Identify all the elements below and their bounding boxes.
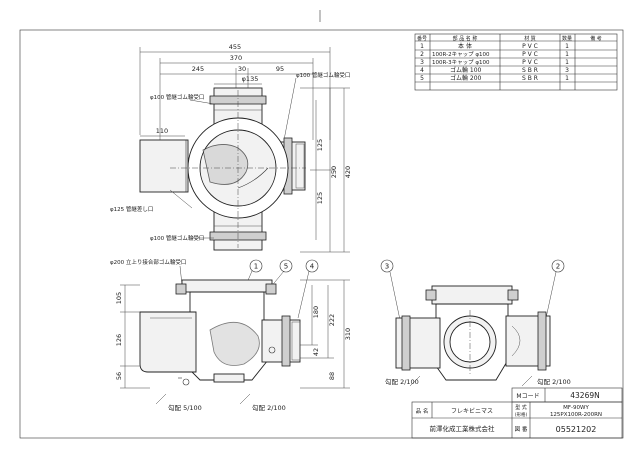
label-top-socket: φ100 管継ゴム輪受口 [150, 93, 204, 101]
slope-right: 勾配 2/100 [252, 403, 286, 412]
svg-text:3: 3 [420, 59, 424, 66]
table-header-qty: 数量 [562, 35, 572, 42]
dim-125-lower: 125 [316, 192, 324, 204]
dim-455: 455 [229, 43, 241, 51]
dim-370: 370 [230, 54, 242, 62]
svg-text:1: 1 [254, 263, 258, 271]
svg-text:1: 1 [565, 75, 569, 82]
dim-125-upper: 125 [316, 139, 324, 151]
dim-110: 110 [156, 127, 168, 135]
svg-text:P V C: P V C [522, 59, 538, 66]
company-name: 前澤化成工業株式会社 [430, 424, 496, 433]
balloon-4: 4 [297, 259, 319, 319]
table-row: 3 100R-3キャップ φ100 P V C 1 [420, 59, 569, 66]
label-left-spigot: φ125 管継差し口 [110, 205, 153, 213]
dim-88: 88 [328, 372, 336, 380]
svg-text:2: 2 [420, 51, 424, 58]
svg-text:1: 1 [565, 43, 569, 50]
svg-text:P V C: P V C [522, 51, 538, 58]
svg-text:5: 5 [284, 263, 288, 271]
balloon-3: 3 [380, 259, 401, 321]
svg-text:3: 3 [385, 263, 389, 271]
svg-text:本 体: 本 体 [458, 42, 472, 50]
side-view: 3 2 勾配 2/100 勾配 2/100 [380, 259, 571, 387]
slope-side-left: 勾配 2/100 [385, 377, 419, 386]
left-spigot [139, 139, 189, 193]
dim-56: 56 [115, 372, 123, 380]
svg-text:3: 3 [565, 67, 569, 74]
name-label: 品 名 [416, 407, 429, 415]
dim-30: 30 [238, 65, 246, 73]
svg-text:100R-3キャップ φ100: 100R-3キャップ φ100 [432, 59, 490, 66]
table-row: 5 ゴム輪 200 S B R 1 [420, 74, 569, 82]
drawing-no: 05521202 [556, 425, 597, 434]
dim-310: 310 [344, 328, 352, 340]
svg-text:S B R: S B R [522, 67, 538, 74]
svg-text:2: 2 [556, 263, 560, 271]
svg-text:4: 4 [420, 67, 424, 74]
front-left-inlet [139, 311, 197, 373]
drawing-no-label: 図 番 [515, 426, 528, 433]
svg-text:1: 1 [565, 51, 569, 58]
svg-text:1: 1 [565, 59, 569, 66]
dim-245: 245 [192, 65, 204, 73]
table-header-material: 材 質 [524, 35, 536, 42]
model-label: 型 式 [515, 404, 527, 411]
front-view: φ200 立上り接合部ゴム輪受口 1 5 4 [110, 258, 352, 412]
table-row: 2 100R-2キャップ φ100 P V C 1 [420, 51, 569, 58]
svg-text:ゴム輪 200: ゴム輪 200 [450, 74, 482, 82]
dim-126: 126 [115, 334, 123, 346]
svg-text:100R-2キャップ φ100: 100R-2キャップ φ100 [432, 51, 490, 58]
slope-side-right: 勾配 2/100 [537, 377, 571, 386]
balloon-2: 2 [545, 259, 565, 319]
model-value-2: 125PX100R-200RN [550, 412, 602, 418]
dim-420: 420 [344, 166, 352, 178]
dim-250: 250 [330, 166, 338, 178]
plan-view: 455 370 245 30 95 φ135 110 125 250 125 4… [110, 43, 352, 253]
table-row: 1 本 体 P V C 1 [420, 42, 569, 50]
dim-phi135: φ135 [242, 75, 259, 83]
table-header-remarks: 備 考 [590, 35, 602, 42]
parts-table: 番号 部 品 名 称 材 質 数量 備 考 1 本 体 P V C 1 2 10… [414, 33, 618, 91]
label-riser-socket: φ200 立上り接合部ゴム輪受口 [110, 258, 186, 266]
model-value-1: MF-90WY [563, 405, 589, 411]
mcode-label: Mコード [516, 393, 539, 400]
dim-42: 42 [312, 348, 320, 356]
table-header-name: 部 品 名 称 [453, 35, 478, 42]
front-right-outlet [261, 319, 301, 363]
dim-222: 222 [328, 314, 336, 326]
product-name: フレキビニマス [451, 407, 493, 415]
table-row: 4 ゴム輪 100 S B R 3 [420, 66, 569, 74]
svg-text:P V C: P V C [522, 43, 538, 50]
svg-text:S B R: S B R [522, 75, 538, 82]
svg-text:4: 4 [310, 263, 315, 271]
svg-text:5: 5 [420, 75, 424, 82]
svg-text:ゴム輪 100: ゴム輪 100 [450, 66, 482, 74]
dim-180: 180 [312, 306, 320, 318]
mcode-value: 43269N [570, 391, 599, 400]
slope-left: 勾配 5/100 [168, 403, 202, 412]
dim-105: 105 [115, 292, 123, 304]
label-bottom-socket: φ100 管継ゴム輪受口 [150, 234, 204, 242]
model-label-sub: (形格) [515, 411, 528, 418]
svg-text:1: 1 [420, 43, 424, 50]
title-block: Mコード 43269N 品 名 フレキビニマス 型 式 (形格) MF-90WY… [411, 387, 623, 439]
sheet-border [19, 29, 624, 439]
label-right-socket: φ100 管継ゴム輪受口 [296, 71, 350, 79]
table-header-no: 番号 [417, 35, 427, 42]
dim-95: 95 [276, 65, 284, 73]
